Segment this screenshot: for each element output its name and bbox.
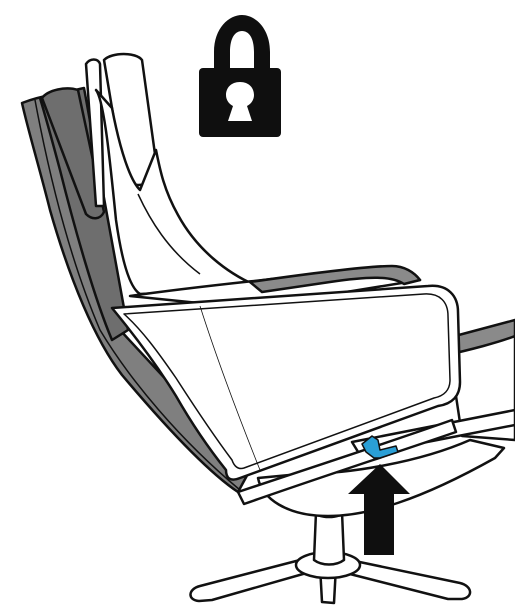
lock-icon: [199, 15, 281, 137]
lock-shackle: [214, 15, 270, 72]
base-stem: [314, 512, 344, 565]
chair-base: [190, 507, 470, 603]
base-leg-left: [190, 560, 310, 601]
lock-keyhole: [226, 82, 254, 121]
base-leg-right: [342, 560, 470, 599]
